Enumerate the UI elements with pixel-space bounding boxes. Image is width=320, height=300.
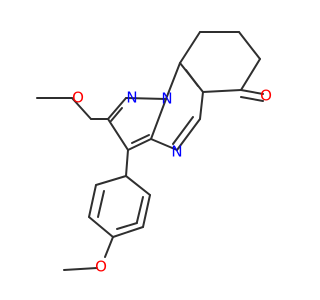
bond-n1-to-c2 [107, 97, 127, 120]
bond-n1-to-c2-inner [110, 107, 123, 122]
bond-n-to-c3a [150, 138, 178, 151]
bond-ch2-to-carbonyl [240, 58, 261, 91]
molecule-structure: O N N N O O [36, 31, 272, 276]
bond-phenyl-right-inner [136, 196, 144, 223]
bond-fusion-to-nbridge [165, 62, 181, 100]
bond-phenyl-to-o [104, 236, 114, 258]
bond-ch2-to-o [71, 97, 92, 120]
bond-ch-to-n-inner [172, 116, 194, 145]
atom-label-o-aryl-methoxy: O [95, 258, 107, 276]
bond-ring-ch2-left [179, 31, 201, 64]
atom-label-layer: O N N N O O [72, 87, 272, 276]
bond-phenyl-left-down-inner [97, 190, 105, 218]
bond-phenyl-top-left [95, 175, 127, 186]
bond-layer [36, 31, 264, 271]
bond-c3-to-c3a [127, 138, 152, 151]
bond-aryl-o-to-ch3 [63, 267, 98, 271]
bond-c3-to-c3a-inner [131, 134, 150, 144]
bond-nbridge-to-n1 [125, 97, 167, 100]
bond-phenyl-left-down [88, 184, 97, 218]
bond-ch-to-n [176, 118, 201, 151]
bond-c3-to-phenyl [125, 149, 129, 177]
atom-label-n-pyrimidine: N [171, 143, 182, 161]
atom-label-o-methoxymethyl: O [72, 89, 84, 107]
atom-label-n-bridge: N [161, 90, 172, 108]
bond-carbonyl-c-o [240, 89, 264, 95]
bond-phenyl-right-down [142, 194, 151, 228]
bond-ring-fusion-inner [185, 69, 199, 87]
bond-nbridge-to-c3a [150, 98, 167, 140]
bond-c2-to-c3 [107, 118, 129, 151]
bond-carbonyl-ring [202, 89, 242, 93]
atom-label-n-pyrazole: N [126, 89, 137, 107]
bond-carbonyl-c-o-double [240, 96, 264, 102]
bond-phenyl-bottom-right [112, 226, 144, 238]
bond-phenyl-top-right [125, 175, 151, 196]
molecule-canvas: O N N N O O [36, 31, 272, 276]
bond-ch2-ch2-right [238, 31, 261, 60]
bond-phenyl-bottom-left [88, 216, 114, 238]
bond-c6-to-ch [199, 91, 204, 120]
atom-label-o-ketone: O [260, 87, 272, 105]
bond-phenyl-bottom-inner [116, 222, 138, 230]
